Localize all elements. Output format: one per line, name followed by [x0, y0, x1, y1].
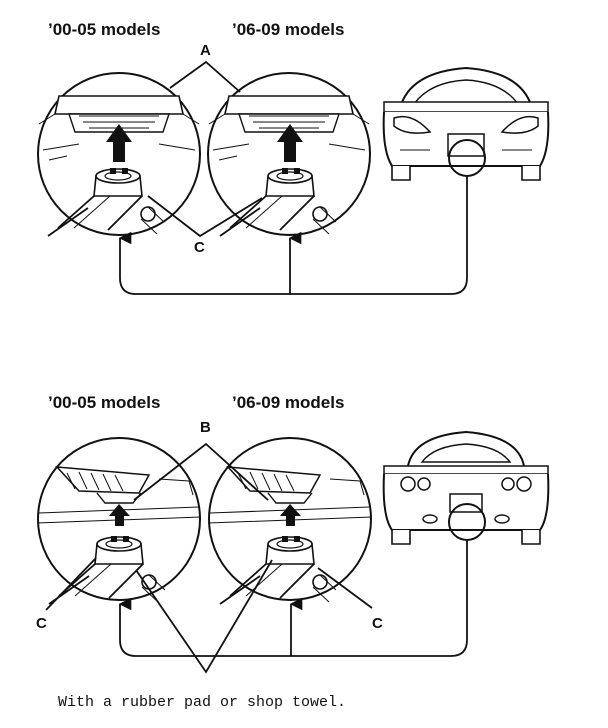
lift-arrow-icon: [106, 124, 132, 162]
callout-c-rear-right-label: C: [372, 615, 383, 632]
front-heading-2006-2009: ’06-09 models: [232, 20, 344, 39]
rear-detail-circle-2006-2009: [207, 437, 373, 605]
callout-a-label: A: [200, 42, 211, 59]
rubber-pad-note: With a rubber pad or shop towel.: [58, 694, 346, 711]
callout-c-front-label: C: [194, 239, 205, 256]
lift-arrow-icon: [109, 504, 130, 526]
callout-b-label: B: [200, 419, 211, 436]
front-detail-circle-2000-2005: [37, 72, 201, 237]
callout-c-rear-left-label: C: [36, 615, 47, 632]
car-rear-icon: [382, 430, 550, 545]
front-detail-circle-2006-2009: [207, 72, 371, 237]
rear-heading-2006-2009: ’06-09 models: [232, 393, 344, 412]
rear-detail-circle-2000-2005: [36, 437, 202, 605]
front-heading-2000-2005: ’00-05 models: [48, 20, 160, 39]
car-front-icon: [382, 66, 550, 181]
rear-heading-2000-2005: ’00-05 models: [48, 393, 160, 412]
lift-arrow-icon: [277, 124, 303, 162]
lift-arrow-icon: [280, 504, 301, 526]
